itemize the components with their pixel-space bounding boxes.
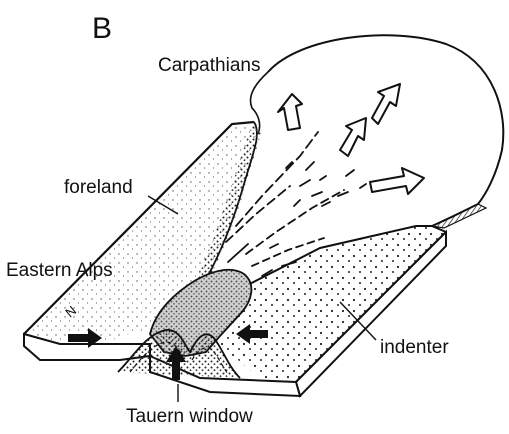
- extrusion-arrow-northeast: [372, 84, 400, 124]
- label-tauern-window: Tauern window: [126, 406, 253, 427]
- label-foreland: foreland: [64, 177, 133, 198]
- label-indenter: indenter: [380, 337, 449, 358]
- extrusion-arrow-southeast: [370, 168, 424, 194]
- extrusion-arrow-east: [340, 118, 366, 156]
- label-carpathians: Carpathians: [158, 55, 260, 76]
- extrusion-arrow-north: [278, 94, 302, 130]
- panel-label: B: [92, 12, 112, 45]
- label-eastern-alps: Eastern Alps: [6, 260, 113, 281]
- carpathian-basin: [250, 35, 503, 228]
- extrusion-arrows: [278, 84, 424, 194]
